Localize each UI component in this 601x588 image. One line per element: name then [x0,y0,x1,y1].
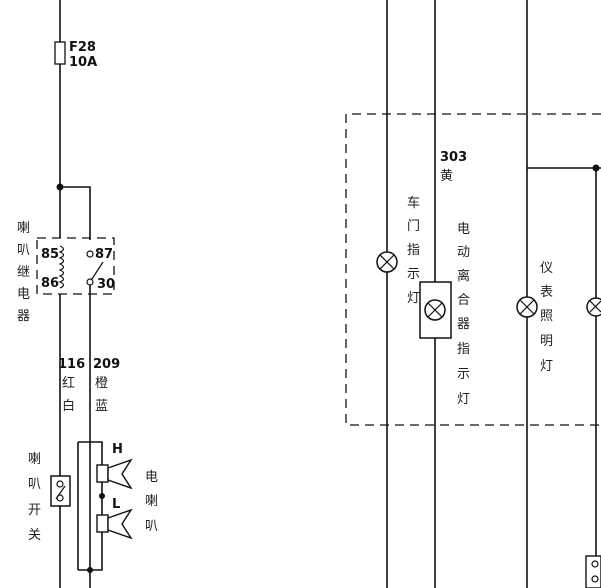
clutch-lamp-name-8: 灯 [457,392,470,407]
fuse-f28-symbol [54,41,66,65]
clutch-lamp-name-6: 指 [457,342,470,357]
horn-high-body [96,464,109,483]
clutch-lamp-name-3: 离 [457,268,470,284]
horn-low-bell [107,508,133,540]
horn-mid-dot [99,493,105,499]
gauge-lamp-name-1: 仪 [540,261,553,276]
relay-name-5: 器 [17,309,30,324]
gauge-lamp-name-3: 照 [540,309,553,324]
edge-lamp-symbol [586,297,601,317]
horn-name-3: 叭 [145,519,158,534]
wire-116-color-1: 红 [62,375,75,391]
wire-116-code: 116 [58,357,85,372]
door-lamp-name-5: 灯 [407,291,420,306]
relay-switch-arm [89,261,104,283]
edge-lamp-cross-b [589,300,601,313]
wire-209-color-1: 橙 [95,376,108,391]
door-lamp-name-3: 指 [407,243,420,258]
wire-209-color-2: 蓝 [95,399,108,414]
fuse-rating: 10A [69,55,97,70]
clutch-lamp-name-1: 电 [457,222,470,237]
wire-303-code: 303 [440,150,467,165]
horn-name-2: 喇 [145,494,158,509]
wire-303-color: 黄 [440,169,453,184]
horn-low-label: L [112,497,120,512]
clutch-lamp-name-4: 合 [457,293,470,308]
door-lamp-cross-b [379,254,395,270]
gauge-junction-dot [592,164,600,172]
horn-switch-arm [55,485,66,500]
horn-high-label: H [112,442,123,457]
relay-pin-30: 30 [97,277,115,292]
horn-switch-contact-a [56,480,64,488]
gauge-lamp-name-5: 灯 [540,359,553,374]
relay-coil [58,245,65,289]
contact-30 [86,278,94,286]
branch-to-87 [60,186,91,240]
wire-116-color-2: 白 [62,398,75,414]
horn-low-body [96,514,109,533]
relay-name-2: 叭 [17,243,30,258]
clutch-lamp-name-7: 示 [457,367,470,382]
horn-high-bell [107,458,133,490]
relay-pin-87: 87 [95,247,113,262]
relay-name-1: 喇 [17,221,30,236]
relay-pin-85: 85 [41,247,59,262]
horn-relay-box [36,237,115,295]
gauge-lamp-name-2: 表 [540,285,553,300]
horn-ground-dot [87,567,93,573]
relay-name-3: 继 [17,265,30,280]
horn-switch-name-4: 关 [28,528,41,543]
contact-87 [86,250,94,258]
relay-name-4: 电 [17,287,30,302]
door-lamp-name-4: 示 [407,267,420,282]
horn-frame-top [78,441,103,465]
wire-209-code: 209 [93,357,120,372]
fuse-id: F28 [69,40,96,55]
gauge-lamp-name-4: 明 [540,334,553,349]
clutch-lamp-name-5: 器 [457,317,470,332]
horn-switch-name-1: 喇 [28,452,41,467]
gauge-lamp-cross-b [519,299,535,315]
door-lamp-name-2: 门 [407,219,420,234]
horn-frame-bottom [78,538,103,571]
relay-pin-86: 86 [41,276,59,291]
clutch-lamp-name-2: 动 [457,245,470,260]
indicator-dashed-box [345,113,601,426]
horn-name-1: 电 [145,470,158,485]
edge-switch-contact-a [591,560,599,568]
horn-switch-name-2: 叭 [28,477,41,492]
door-lamp-name-1: 车 [407,195,420,211]
clutch-lamp-cross-b [427,302,443,318]
horn-switch-name-3: 开 [28,503,41,518]
edge-switch-contact-b [591,575,599,583]
